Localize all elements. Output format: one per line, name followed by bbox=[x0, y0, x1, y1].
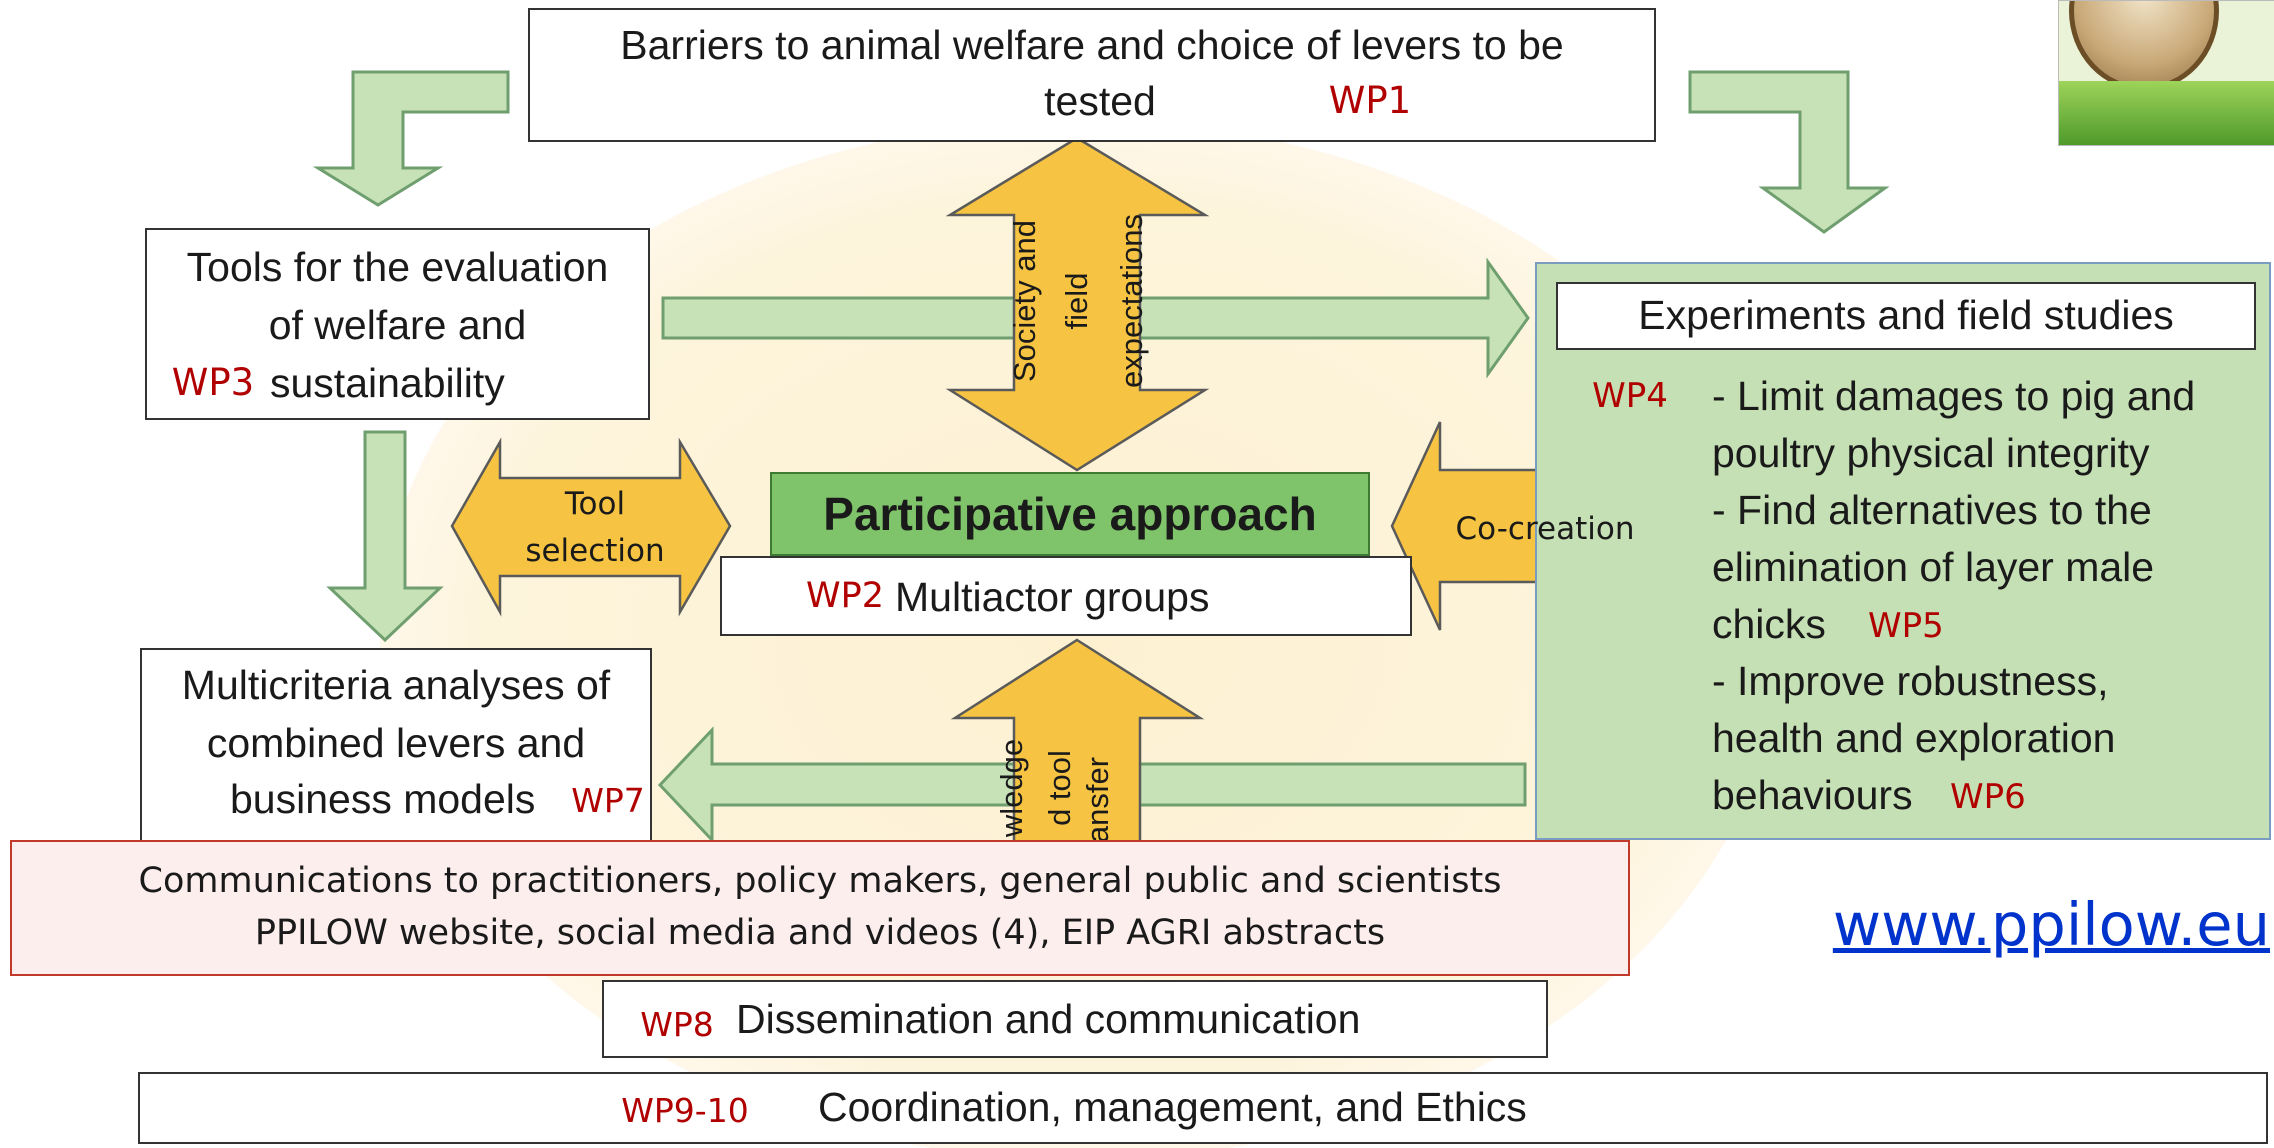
experiments-item-3: - Find alternatives to the bbox=[1712, 487, 2152, 533]
logo-grass bbox=[2059, 81, 2274, 145]
multicriteria-line1: Multicriteria analyses of bbox=[181, 662, 611, 708]
experiments-item-6: - Improve robustness, bbox=[1712, 658, 2109, 704]
communications-box bbox=[10, 840, 1630, 976]
wp9-10-label: WP9-10 bbox=[621, 1091, 749, 1130]
arrow-top-right bbox=[1688, 70, 1890, 234]
tool-selection-line2: selection bbox=[525, 533, 665, 569]
communications-line1: Communications to practitioners, policy … bbox=[138, 861, 1502, 901]
wp5-label: WP5 bbox=[1868, 606, 1944, 646]
tools-line1: Tools for the evaluation bbox=[186, 244, 609, 290]
multicriteria-box bbox=[140, 648, 652, 846]
multiactor-box bbox=[720, 556, 1412, 636]
dissemination-label: Dissemination and communication bbox=[736, 996, 1361, 1042]
participative-title: Participative approach bbox=[823, 488, 1317, 540]
barriers-box bbox=[528, 8, 1656, 142]
experiments-item-1: - Limit damages to pig and bbox=[1712, 373, 2196, 419]
logo-photo bbox=[2069, 1, 2219, 91]
wp4-label: WP4 bbox=[1592, 376, 1668, 416]
experiments-item-8: behaviours bbox=[1712, 772, 1913, 818]
website-link[interactable]: www.ppilow.eu bbox=[1832, 890, 2270, 959]
tools-line2: of welfare and bbox=[268, 302, 527, 348]
project-logo-image bbox=[2058, 0, 2274, 146]
coordination-box bbox=[138, 1072, 2268, 1144]
wp2-label: WP2 bbox=[806, 576, 884, 616]
society-line3: expectations bbox=[1114, 213, 1149, 389]
participative-header bbox=[770, 472, 1370, 556]
wp7-label: WP7 bbox=[571, 781, 645, 820]
coordination-label: Coordination, management, and Ethics bbox=[818, 1084, 1527, 1130]
wp6-label: WP6 bbox=[1950, 777, 2026, 817]
barriers-line2: tested bbox=[1044, 78, 1156, 124]
arrow-tool-selection-double bbox=[450, 437, 732, 617]
experiments-item-5: chicks bbox=[1712, 601, 1826, 647]
tool-selection-line1: Tool bbox=[564, 486, 626, 522]
experiments-item-7: health and exploration bbox=[1712, 715, 2116, 761]
arrow-top-left bbox=[312, 70, 510, 207]
wp1-label: WP1 bbox=[1328, 79, 1412, 122]
knowledge-line2: d tool bbox=[1042, 750, 1077, 826]
wp3-label: WP3 bbox=[171, 361, 255, 404]
society-line1: Society and bbox=[1007, 220, 1042, 382]
experiments-item-4: elimination of layer male bbox=[1712, 544, 2155, 590]
experiments-title: Experiments and field studies bbox=[1638, 292, 2174, 338]
barriers-line1: Barriers to animal welfare and choice of… bbox=[620, 22, 1564, 68]
tools-line3: sustainability bbox=[270, 360, 505, 406]
experiments-panel bbox=[1535, 262, 2271, 840]
knowledge-line1: wledge bbox=[994, 738, 1029, 838]
arrow-society-double bbox=[945, 136, 1210, 472]
multicriteria-line3: business models bbox=[230, 776, 536, 822]
arrow-tools-down bbox=[326, 430, 444, 643]
wp8-label: WP8 bbox=[640, 1005, 714, 1044]
society-line2: field bbox=[1059, 272, 1094, 330]
multiactor-label: Multiactor groups bbox=[895, 574, 1210, 620]
communications-line2: PPILOW website, social media and videos … bbox=[254, 913, 1386, 953]
tools-box bbox=[145, 228, 650, 420]
cocreation-label: Co-creation bbox=[1455, 511, 1635, 547]
multicriteria-line2: combined levers and bbox=[206, 720, 586, 766]
dissemination-box bbox=[602, 980, 1548, 1058]
experiments-header bbox=[1556, 282, 2256, 350]
experiments-item-2: poultry physical integrity bbox=[1712, 430, 2150, 476]
